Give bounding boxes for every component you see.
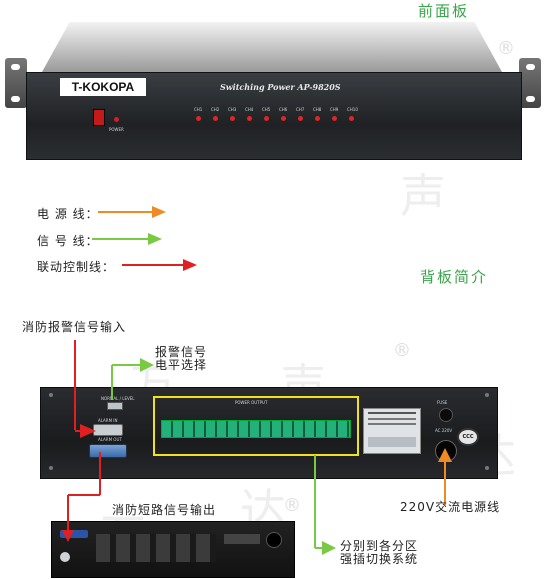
arrow-head-icon [438,448,452,462]
rack-ear-right [519,58,541,108]
channel-label: CH2 [211,107,220,112]
arrow-head-icon [62,530,74,542]
channel-led-icon [230,116,235,121]
power-label: POWER [109,127,124,132]
front-panel [5,55,542,108]
channel-indicators: CH1 CH2 CH3 CH4 CH5 CH6 CH7 CH8 CH9 CH10 [194,107,414,131]
arrow-head-icon [140,358,154,372]
watermark-char: 声 [400,169,446,223]
power-output-label: POWER OUTPUT [235,400,268,405]
ac-input-label: AC 220V [435,428,453,433]
channel-label: CH1 [194,107,203,112]
rear-panel-heading: 背板简介 [420,268,489,286]
power-switch[interactable] [93,109,105,126]
channel-led-icon [298,116,303,121]
arrow-head-icon [183,259,197,271]
channel-led-icon [213,116,218,121]
front-panel-heading: 前面板 [418,2,470,20]
fire-alarm-input-label: 消防报警信号输入 [22,320,127,334]
channel-label: CH9 [330,107,339,112]
brand-logo: T-KOKOPA [60,78,146,96]
alarm-in-label: ALARM IN [98,418,118,423]
channel-led-icon [281,116,286,121]
legend-label-control: 联动控制线： [37,260,116,274]
terminal-block-highlight: POWER OUTPUT [153,396,359,456]
rear-panel-closeup [51,521,295,578]
zone-switch-label-1: 分别到各分区 [340,539,419,553]
power-indicator-icon [114,117,119,122]
channel-label: CH5 [262,107,271,112]
channel-label: CH8 [313,107,322,112]
zone-switch-label-2: 强插切换系统 [340,552,419,566]
channel-led-icon [349,116,354,121]
channel-label: CH4 [245,107,254,112]
rack-ear-left [5,58,27,108]
channel-led-icon [196,116,201,121]
warning-sticker [363,408,421,454]
channel-label: CH6 [279,107,288,112]
registered-mark: ® [497,38,515,59]
chassis-top [42,22,502,72]
alarm-level-label-1: 报警信号 [155,345,208,359]
arrow-head-icon [152,206,166,218]
alarm-level-label-2: 电平选择 [155,358,208,372]
channel-led-icon [247,116,252,121]
legend-label-power: 电 源 线： [37,207,99,221]
fuse-label: FUSE [437,400,448,405]
rear-panel: NORMAL / LEVEL ALARM IN ALARM OUT POWER … [40,387,498,479]
channel-led-icon [315,116,320,121]
arrow-head-icon [322,541,336,555]
terminal-strip[interactable] [161,420,351,438]
level-select-label: NORMAL / LEVEL [101,396,135,401]
ccc-mark-icon: CCC [457,428,479,446]
short-circuit-output-label: 消防短路信号输出 [112,503,217,517]
fuse-holder[interactable] [439,408,453,422]
alarm-out-connector[interactable] [89,444,127,458]
legend-label-signal: 信 号 线： [37,234,99,248]
channel-led-icon [264,116,269,121]
ac-power-line-label: 220V交流电源线 [400,500,501,514]
alarm-out-label: ALARM OUT [98,437,122,442]
arrow-head-icon [148,233,162,245]
model-label: Switching Power AP-9820S [220,82,341,92]
channel-label: CH10 [347,107,358,112]
registered-mark: ® [393,340,411,361]
chassis-face: T-KOKOPA Switching Power AP-9820S POWER … [26,72,522,160]
arrow-head-icon [80,424,96,438]
channel-label: CH3 [228,107,237,112]
level-select-switch[interactable] [107,402,123,410]
channel-led-icon [332,116,337,121]
channel-label: CH7 [296,107,305,112]
registered-mark: ® [283,495,301,516]
